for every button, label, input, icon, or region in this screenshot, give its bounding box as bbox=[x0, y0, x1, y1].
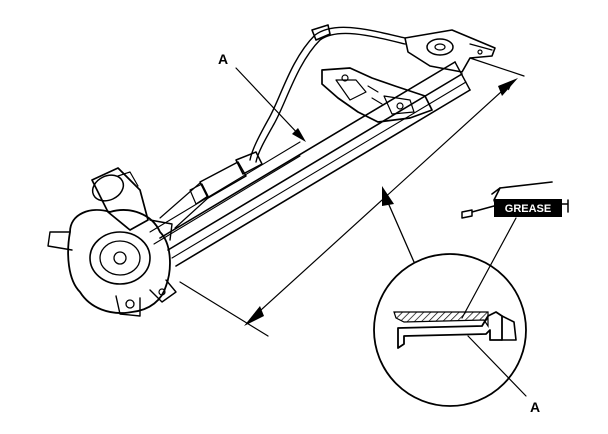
measurement-line bbox=[179, 57, 525, 337]
grease-gun-icon bbox=[461, 181, 569, 319]
regulator-motor bbox=[47, 167, 177, 317]
grease-label: GREASE bbox=[505, 203, 551, 215]
regulator-rail bbox=[149, 61, 471, 267]
detail-inset-circle bbox=[373, 253, 527, 407]
leader-a-top bbox=[235, 67, 306, 142]
drive-cable bbox=[159, 24, 406, 229]
grease-hatched-area bbox=[393, 311, 489, 328]
label-a-top: A bbox=[218, 51, 228, 67]
label-a-detail: A bbox=[530, 399, 540, 415]
glass-bracket bbox=[321, 67, 433, 123]
detail-pointer-arrow bbox=[382, 186, 415, 263]
